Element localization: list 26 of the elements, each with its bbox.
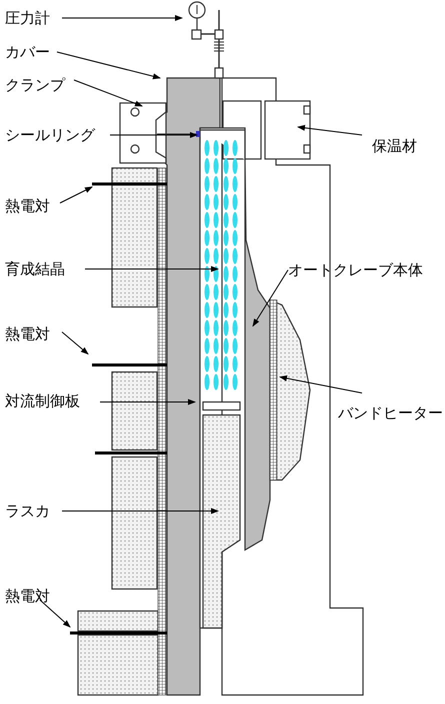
part-label: シールリング bbox=[5, 126, 95, 144]
part-label: 保温材 bbox=[372, 137, 417, 155]
part-label: 熱電対 bbox=[5, 325, 50, 343]
part-label: バンドヒーター bbox=[338, 404, 443, 422]
part-label: 熱電対 bbox=[5, 197, 50, 215]
leader-line bbox=[62, 508, 219, 514]
part-label: 対流制御板 bbox=[5, 392, 80, 410]
part-label: オートクレーブ本体 bbox=[288, 261, 423, 279]
leader-line bbox=[62, 332, 89, 355]
leader-line bbox=[279, 375, 362, 394]
leader-line bbox=[60, 186, 93, 204]
leader-line bbox=[110, 132, 198, 138]
leader-line bbox=[100, 399, 196, 405]
part-label: カバー bbox=[5, 43, 50, 61]
part-label: ラスカ bbox=[5, 502, 50, 520]
leader-line bbox=[40, 600, 71, 628]
leader-line bbox=[84, 266, 219, 272]
leader-line bbox=[297, 124, 362, 136]
part-label: 育成結晶 bbox=[5, 260, 65, 278]
part-label: 圧力計 bbox=[5, 9, 50, 27]
part-label: クランプ bbox=[5, 76, 65, 94]
part-label: 熱電対 bbox=[5, 587, 50, 605]
leader-line bbox=[56, 52, 161, 80]
leader-line bbox=[62, 15, 183, 21]
leader-line bbox=[252, 270, 288, 327]
leader-line bbox=[74, 80, 143, 106]
